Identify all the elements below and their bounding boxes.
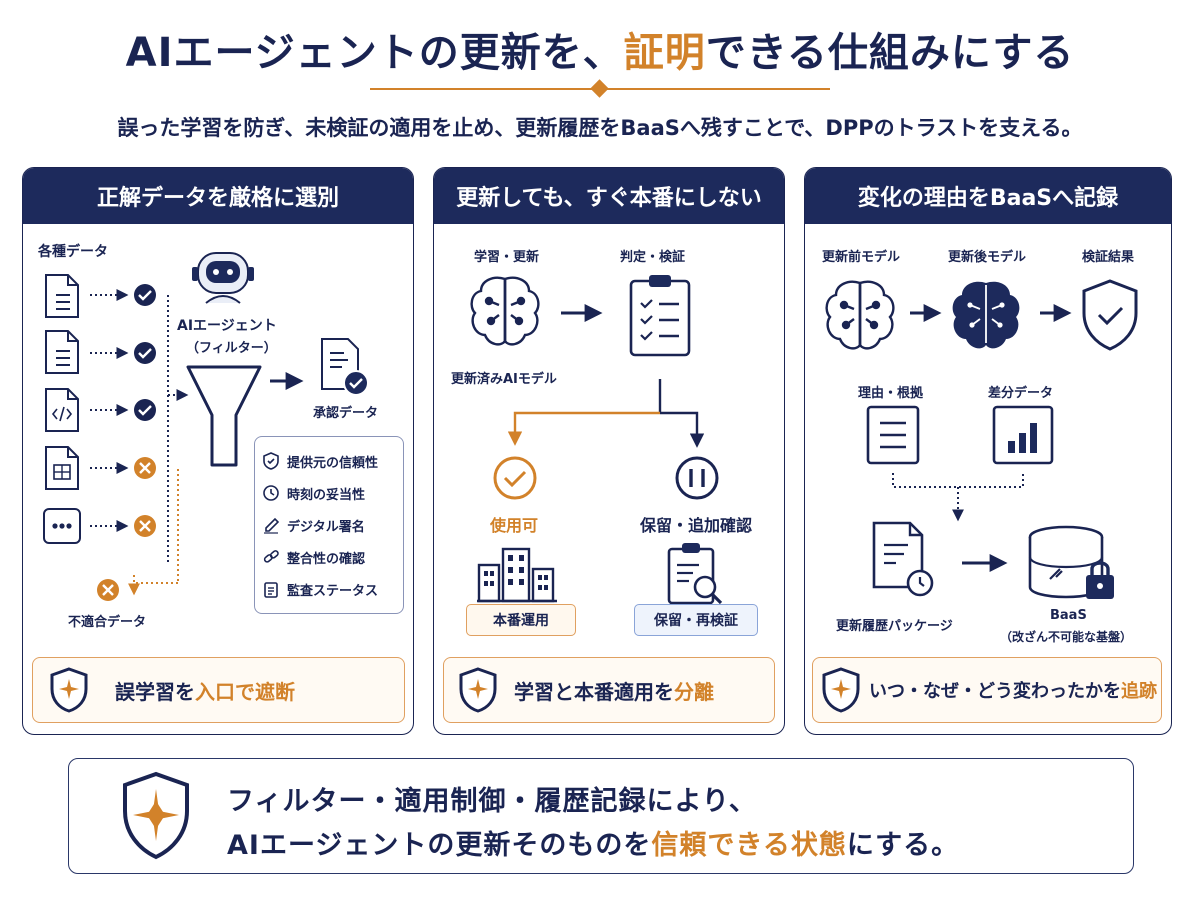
brain-icon [470, 276, 540, 346]
panel1-footer-text: 誤学習を入口で遮断 [115, 679, 295, 704]
panel3-footer: いつ・なぜ・どう変わったかを追跡 [812, 657, 1162, 723]
check-circle-icon [493, 456, 537, 500]
checklist-clipboard-icon [629, 275, 691, 357]
panel2-footer-text: 学習と本番適用を分離 [514, 679, 714, 704]
history-package-icon [872, 521, 934, 597]
check-circle-icon [134, 284, 156, 306]
panel2-footer: 学習と本番適用を分離 [443, 657, 775, 723]
hold-label: 保留・追加確認 [640, 516, 753, 535]
panel3-footer-text: いつ・なぜ・どう変わったかを追跡 [869, 681, 1157, 702]
recheck-tag: 保留・再検証 [634, 604, 758, 636]
shield-check-icon [1082, 279, 1138, 351]
before-model-label: 更新前モデル [822, 250, 901, 265]
rejected-label: 不適合データ [68, 615, 147, 630]
divider-diamond [590, 79, 609, 98]
panel1-footer: 誤学習を入口で遮断 [32, 657, 405, 723]
agent-label: AIエージェント [177, 318, 277, 334]
criteria-list: 提供元の信頼性 時刻の妥当性 デジタル署名 整合性の確認 監査ステータス [254, 436, 404, 614]
shield-star-icon [50, 667, 88, 713]
pen-icon [264, 517, 279, 534]
summary-line-1: フィルター・適用制御・履歴記録により、 [227, 786, 757, 817]
code-file-icon [45, 388, 79, 432]
page-title: AIエージェントの更新を、証明できる仕組みにする [125, 30, 1075, 76]
panel-staged-deployment: 更新しても、すぐ本番にしない [433, 167, 785, 735]
diff-label: 差分データ [988, 386, 1054, 401]
reason-label: 理由・根拠 [858, 386, 924, 401]
check-circle-icon [134, 399, 156, 421]
result-label: 検証結果 [1082, 250, 1135, 265]
shield-check-icon [263, 452, 279, 470]
deployment-flow-diagram [470, 275, 723, 605]
baas-sublabel: （改ざん不可能な基盤） [1000, 630, 1133, 644]
package-label: 更新履歴パッケージ [836, 619, 953, 634]
brain-filled-icon [952, 281, 1020, 349]
shield-star-icon [459, 667, 497, 713]
shield-star-icon [822, 667, 860, 713]
criteria-item: 時刻の妥当性 [263, 481, 365, 505]
document-icon [45, 330, 79, 374]
clipboard-search-icon [667, 543, 723, 605]
selection-flow-diagram [43, 252, 369, 601]
document-icon [45, 274, 79, 318]
x-circle-icon [134, 457, 156, 479]
data-label: 各種データ [38, 244, 108, 260]
brain-icon [825, 280, 895, 350]
other-data-icon [43, 508, 81, 544]
panel-baas-record: 変化の理由をBaaSへ記録 [804, 167, 1172, 735]
page-subtitle: 誤った学習を防ぎ、未検証の適用を止め、更新履歴をBaaSへ残すことで、DPPのト… [117, 116, 1083, 140]
baas-label: BaaS [1050, 608, 1087, 623]
robot-agent-icon [192, 252, 254, 304]
agent-sublabel: （フィルター） [186, 341, 277, 356]
x-circle-icon [97, 579, 119, 601]
pause-circle-icon [675, 456, 719, 500]
panel-title: 正解データを厳格に選別 [23, 168, 413, 224]
link-icon [263, 550, 279, 563]
approved-document-icon [321, 338, 369, 396]
spreadsheet-icon [45, 446, 79, 490]
check-circle-icon [134, 342, 156, 364]
panel-title: 更新しても、すぐ本番にしない [434, 168, 784, 224]
summary-line-2: AIエージェントの更新そのものを信頼できる状態にする。 [227, 830, 960, 861]
criteria-item: 監査ステータス [263, 577, 378, 601]
record-flow-diagram [825, 279, 1138, 599]
summary-box: フィルター・適用制御・履歴記録により、 AIエージェントの更新そのものを信頼でき… [68, 758, 1134, 874]
criteria-item: デジタル署名 [263, 513, 365, 537]
bar-chart-icon [992, 405, 1054, 465]
criteria-item: 整合性の確認 [263, 545, 365, 569]
judge-label: 判定・検証 [620, 250, 686, 265]
approved-label: 承認データ [313, 406, 379, 421]
document-lines-icon [866, 405, 920, 465]
clipboard-icon [264, 582, 278, 598]
criteria-item: 提供元の信頼性 [263, 449, 378, 473]
learn-label: 学習・更新 [474, 250, 540, 265]
clock-icon [263, 485, 279, 501]
funnel-icon [186, 365, 262, 467]
panel-title: 変化の理由をBaaSへ記録 [805, 168, 1171, 224]
production-tag: 本番運用 [466, 604, 576, 636]
buildings-icon [477, 547, 557, 603]
database-lock-icon [1028, 525, 1114, 599]
model-label: 更新済みAIモデル [451, 372, 557, 387]
after-model-label: 更新後モデル [948, 250, 1027, 265]
x-circle-icon [134, 515, 156, 537]
ok-label: 使用可 [490, 516, 539, 535]
shield-star-icon [123, 771, 189, 860]
